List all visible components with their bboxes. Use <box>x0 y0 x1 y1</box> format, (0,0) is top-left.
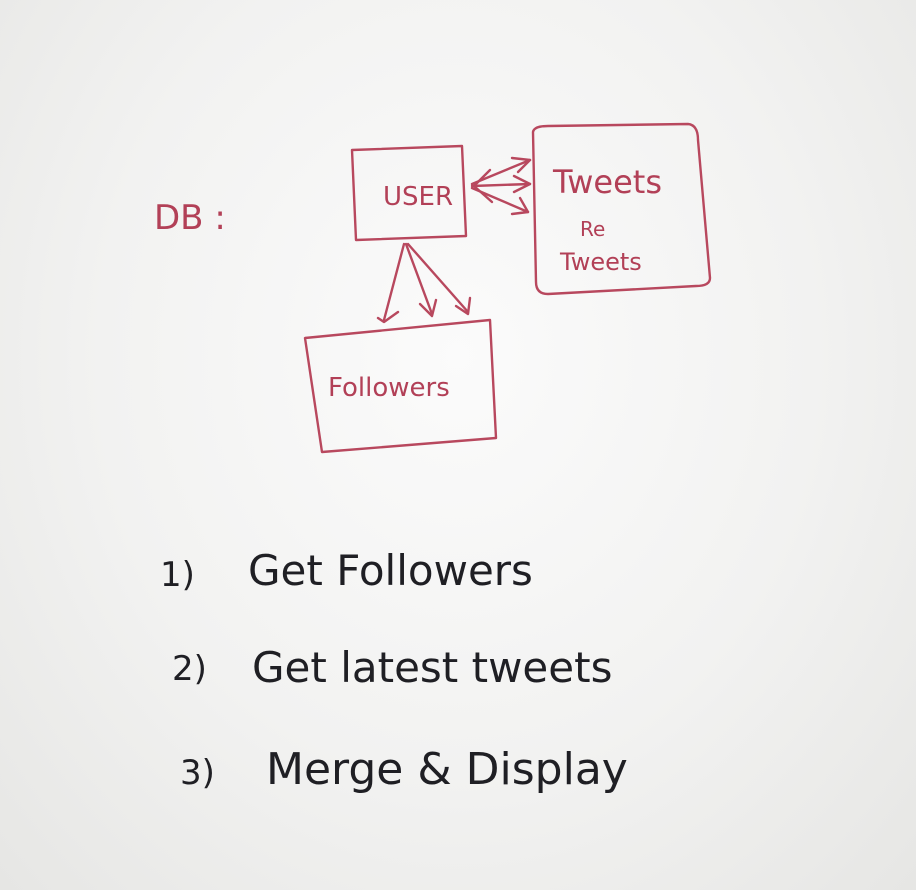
tweets-label: Tweets <box>552 163 662 201</box>
user-box: USER <box>350 144 468 242</box>
user-tweets-arrows <box>470 156 532 216</box>
step-3: 3) Merge & Display <box>180 744 628 795</box>
tweets-box: Tweets Re Tweets <box>531 122 712 296</box>
step-3-text: Merge & Display <box>266 744 628 795</box>
step-1: 1) Get Followers <box>160 546 533 595</box>
retweets-label: Tweets <box>559 248 642 276</box>
step-2: 2) Get latest tweets <box>172 643 612 692</box>
followers-label: Followers <box>328 373 450 403</box>
db-label: DB : <box>154 198 226 238</box>
re-label: Re <box>580 217 605 241</box>
step-1-text: Get Followers <box>248 546 533 595</box>
step-1-number: 1) <box>160 555 195 595</box>
followers-box: Followers <box>303 318 498 454</box>
user-followers-arrows <box>376 242 472 324</box>
user-label: USER <box>383 182 453 212</box>
step-2-number: 2) <box>172 649 207 689</box>
step-3-number: 3) <box>180 753 215 793</box>
step-2-text: Get latest tweets <box>252 643 612 692</box>
